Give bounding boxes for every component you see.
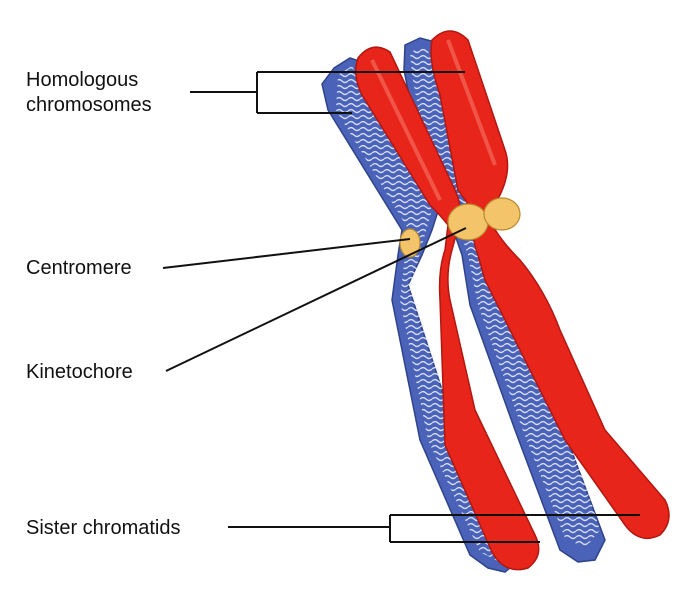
leader-lines	[162, 71, 640, 543]
centromere-leader	[162, 238, 411, 269]
homologous-chromosomes-label: Homologous chromosomes	[26, 68, 152, 118]
blue-chromatid-left-texture	[336, 66, 515, 562]
kinetochore-right	[483, 197, 521, 231]
red-chromatid-left	[355, 46, 540, 571]
blue-kinetochore	[399, 228, 421, 258]
red-highlight-left	[370, 59, 442, 201]
kinetochore-label: Kinetochore	[26, 361, 133, 383]
kinetochore-leader	[165, 227, 467, 372]
red-chromosome	[355, 30, 670, 571]
centromere-label: Centromere	[26, 257, 132, 279]
red-highlight-right	[446, 39, 497, 166]
homologous-label-line1: Homologous	[26, 69, 139, 91]
sister-chromatids-label: Sister chromatids	[26, 517, 181, 539]
homologous-label-line2: chromosomes	[26, 94, 152, 116]
